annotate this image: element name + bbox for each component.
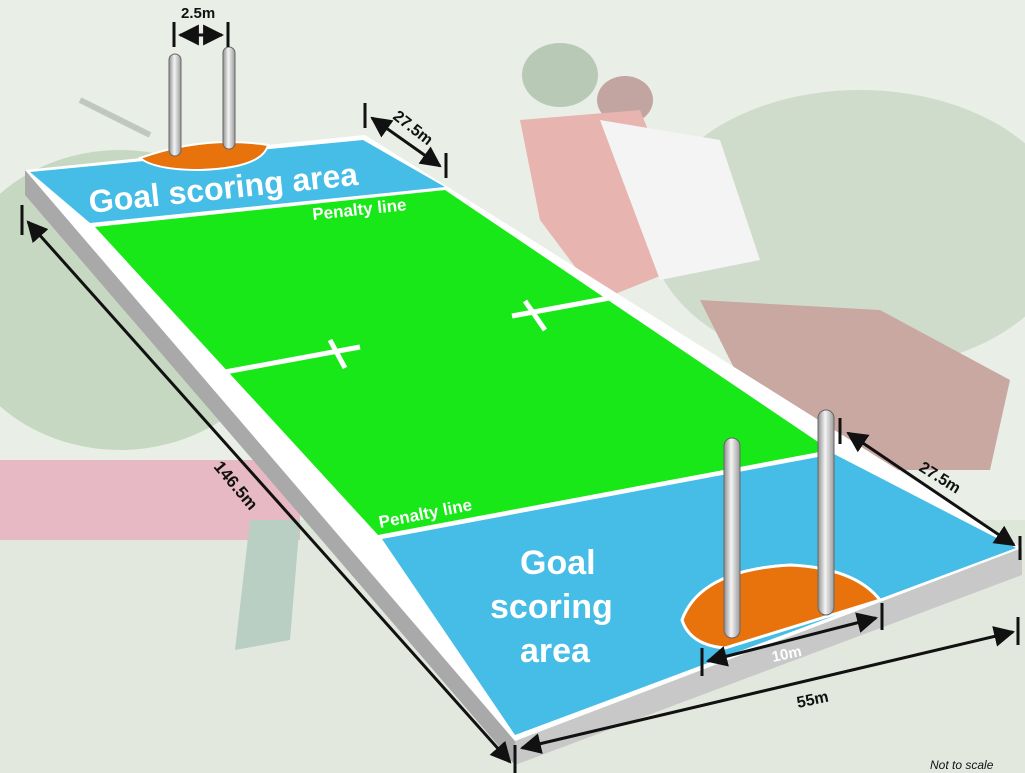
dimension-post-gap: 2.5m [172,5,230,47]
not-to-scale-note: Not to scale [930,758,994,772]
label-crease: 10m [770,643,803,666]
goal-area-bottom-label-line1: Goal [520,544,596,582]
goal-area-bottom-label-line2: scoring [490,588,613,626]
label-width: 55m [795,689,830,712]
goal-area-top [30,140,445,223]
dimension-crease: 10m [700,603,884,676]
dimension-width: 55m [519,617,1020,754]
goal-area-bottom-label-line3: area [520,632,591,670]
label-post-gap: 2.5m [181,5,215,22]
goal-posts-bottom [723,409,835,639]
